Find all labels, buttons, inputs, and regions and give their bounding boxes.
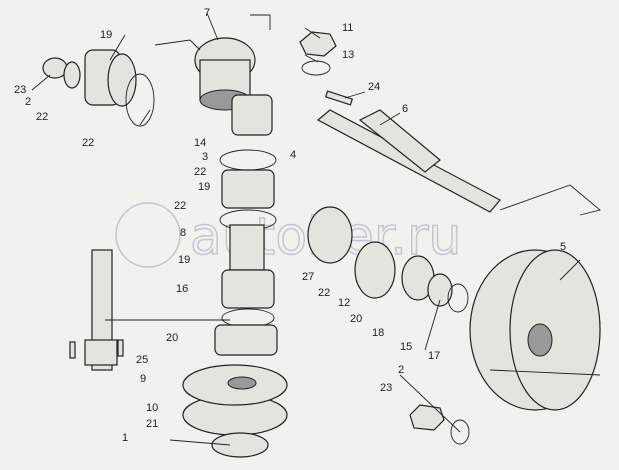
label-11: 11 <box>342 22 353 34</box>
part-shaft-6 <box>316 109 501 213</box>
label-19b: 19 <box>198 181 210 193</box>
label-15: 15 <box>400 341 412 353</box>
label-13: 13 <box>342 49 354 61</box>
label-25: 25 <box>136 354 148 366</box>
label-19c: 19 <box>178 254 190 266</box>
part-pulley-5 <box>469 249 601 411</box>
label-24: 24 <box>368 81 380 93</box>
label-23: 23 <box>14 84 26 96</box>
label-3: 3 <box>202 151 208 163</box>
part-shaft-9 <box>69 249 124 371</box>
label-9: 9 <box>140 373 146 385</box>
label-8: 8 <box>180 227 186 239</box>
label-22: 22 <box>36 111 48 123</box>
part-labels: 7 11 13 19 23 2 22 22 24 6 14 4 3 22 19 … <box>14 7 566 444</box>
part-left-bearing <box>42 49 155 127</box>
label-23b: 23 <box>380 382 392 394</box>
part-nut-11 <box>299 31 337 76</box>
label-6: 6 <box>402 103 408 115</box>
part-nut-23 <box>409 404 470 445</box>
watermark: autoiter.ru <box>115 202 462 268</box>
label-2b: 2 <box>398 364 404 376</box>
part-gear-10 <box>182 364 288 458</box>
label-22d: 22 <box>174 200 186 212</box>
label-27: 27 <box>302 271 314 283</box>
label-20: 20 <box>350 313 362 325</box>
part-pin-24 <box>324 90 354 106</box>
label-14: 14 <box>194 137 206 149</box>
part-center-stack <box>214 94 278 356</box>
part-gear-7 <box>194 37 256 111</box>
label-22e: 22 <box>318 287 330 299</box>
label-22c: 22 <box>194 166 206 178</box>
label-22b: 22 <box>82 137 94 149</box>
leader-lines <box>31 12 601 446</box>
label-2: 2 <box>25 96 31 108</box>
label-17: 17 <box>428 350 440 362</box>
label-21: 21 <box>146 418 158 430</box>
label-19: 19 <box>100 29 112 41</box>
label-7: 7 <box>204 7 210 19</box>
label-20b: 20 <box>166 332 178 344</box>
part-mid-bearings <box>307 206 469 313</box>
label-16: 16 <box>176 283 188 295</box>
label-4: 4 <box>290 149 296 161</box>
label-10: 10 <box>146 402 158 414</box>
label-12: 12 <box>338 297 350 309</box>
label-1: 1 <box>122 432 128 444</box>
label-5: 5 <box>560 241 566 253</box>
label-18: 18 <box>372 327 384 339</box>
